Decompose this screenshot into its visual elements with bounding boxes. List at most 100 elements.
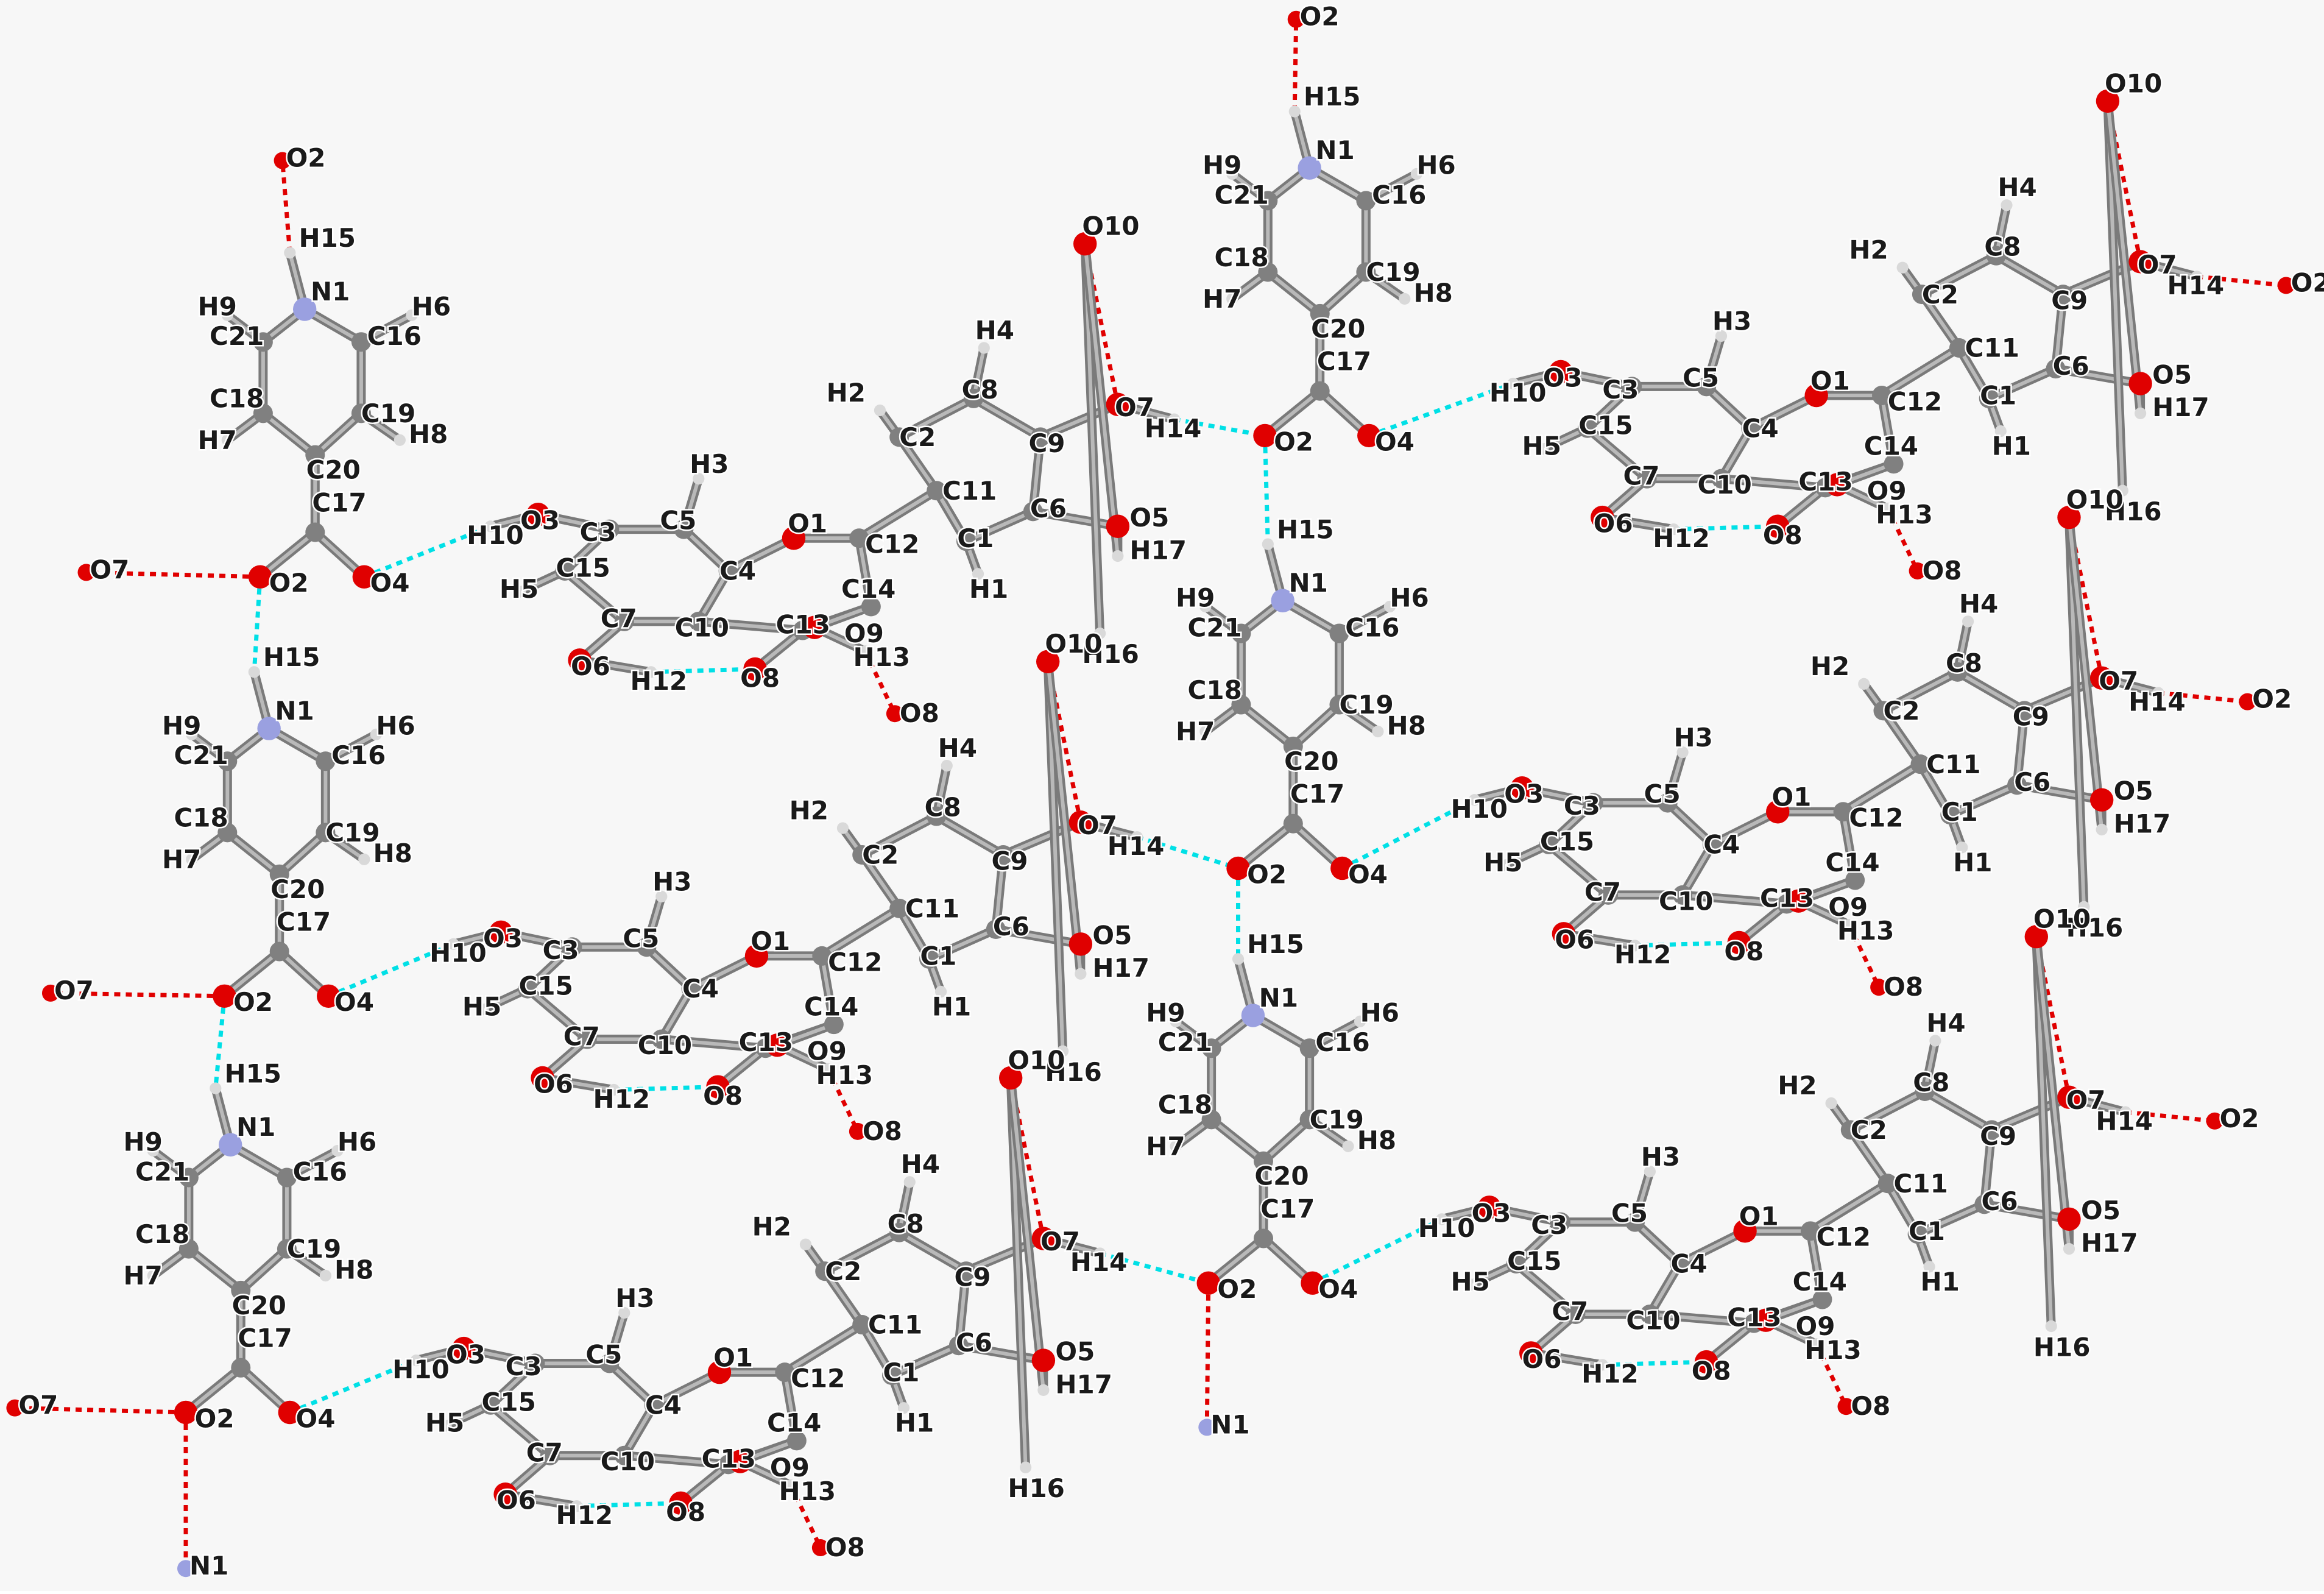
flav-row1-atom-h5 (514, 586, 526, 598)
flav-row2-label-o9: O9 (807, 1036, 847, 1066)
flav-right1-label-h1: H1 (1992, 431, 2031, 461)
flav-right1-atom-c1 (1979, 388, 1999, 408)
py-left-3-label-h15: H15 (224, 1058, 281, 1088)
flav-right2-label-c5: C5 (1644, 779, 1681, 809)
py-left-1-atom-c19 (351, 403, 371, 423)
flav-row3-bond-highlight-c2-c8 (823, 1230, 902, 1273)
flav-row2-atom-c12 (812, 946, 832, 966)
flav-right2-label-c13: C13 (1760, 883, 1814, 913)
py-mid-1-label-c21: C21 (1214, 180, 1268, 210)
hbond-o4-h10-3 (1368, 381, 1514, 438)
py-mid-2-atom-c21 (1231, 623, 1251, 643)
flav-row1-bond-highlight-c6-o5 (1031, 509, 1120, 528)
py-mid-3-atom-c16 (1299, 1038, 1319, 1058)
flav-row1-atom-c5 (674, 519, 694, 539)
flav-right1-label-h5: H5 (1522, 431, 1561, 461)
py-left-3-label-h8: H8 (334, 1255, 373, 1284)
py-mid-3-label-c19: C19 (1310, 1105, 1364, 1135)
py-left-3-atom-h7 (147, 1269, 159, 1282)
flav-right3-atom-o7 (2057, 1085, 2081, 1109)
flav-row2-atom-c7 (577, 1029, 597, 1049)
flav-row2-label-c7: C7 (563, 1021, 600, 1051)
py-left-2-label-o2: O2 (233, 987, 273, 1017)
py-mid-2-label-h6: H6 (1390, 583, 1429, 613)
flav-row2-label-c4: C4 (682, 974, 719, 1004)
flav-right1-label-c6: C6 (2053, 351, 2089, 381)
flav-row3-atom-o5 (1031, 1348, 1056, 1372)
flav-right3-label-c10: C10 (1626, 1305, 1680, 1335)
py-left-2-label-c18: C18 (174, 803, 228, 833)
flav-row1-atom-h10 (484, 520, 496, 533)
flav-right1-atom-o3 (1549, 360, 1573, 384)
flav-right3-label-h12: H12 (1581, 1359, 1639, 1389)
py-mid-3-atom-h8 (1342, 1140, 1354, 1152)
flav-right2-bond-highlight-c9-c6 (2015, 709, 2027, 787)
flav-row1-label-c5: C5 (660, 506, 696, 536)
py-mid-2-label-n1: N1 (1288, 568, 1327, 598)
py-mid-2-atom-h7 (1199, 725, 1212, 738)
flav-row2-atom-o5 (1068, 932, 1093, 956)
flav-right3-hbond-h14-o2 (2125, 1110, 2215, 1124)
flav-right2-label-h12: H12 (1614, 940, 1672, 969)
flav-row2-bond-highlight-c11-c2 (860, 853, 902, 910)
contact-o2-top-left-label: O2 (286, 143, 326, 173)
flav-row1-contact-o8-label: O8 (900, 698, 939, 728)
hbond-o4-h10-5 (1311, 1217, 1443, 1285)
flav-row2-label-c9: C9 (991, 846, 1028, 876)
py-left-3-atom-c18 (178, 1239, 199, 1259)
py-left-2-atom-h9 (186, 728, 198, 740)
flav-right2-bond-highlight-o10-h17 (2067, 515, 2104, 832)
flav-right1-bond-highlight-c9-c6 (2054, 292, 2065, 371)
flav-right1-bond-highlight-c12-c14 (1880, 394, 1896, 466)
py-left-2-label-c16: C16 (331, 740, 386, 770)
flav-right1-label-c11: C11 (1965, 333, 2019, 363)
flav-right3-label-h10: H10 (1418, 1213, 1475, 1243)
py-left-2-bond-highlight-c20-c18 (225, 831, 281, 876)
flav-row1-label-c11: C11 (942, 476, 997, 506)
flav-row3-bond-highlight-c6-o5 (956, 1344, 1045, 1362)
flav-right2-atom-c4 (1702, 834, 1722, 854)
flav-right1-bond-highlight-o10-h17 (2105, 99, 2142, 416)
flav-row3-atom-o10 (999, 1066, 1023, 1090)
flav-right2-atom-o3 (1510, 776, 1534, 800)
py-mid-2-label-c16: C16 (1345, 612, 1399, 642)
flav-row2-atom-h5 (477, 1004, 489, 1016)
flav-right2-label-o8: O8 (1724, 937, 1764, 966)
py-mid-2-atom-o4 (1330, 856, 1354, 880)
py-left-3-label-c17: C17 (238, 1323, 292, 1353)
flav-row3-atom-c15 (481, 1395, 501, 1415)
flav-right1-label-h3: H3 (1712, 306, 1751, 336)
flav-row2-bond-highlight-c10-c4 (659, 987, 693, 1041)
flav-row3-contact-o8-atom (811, 1539, 829, 1557)
flav-right3-label-o3: O3 (1472, 1199, 1511, 1228)
py-left-1-atom-h9 (221, 309, 233, 321)
flav-right1-label-c2: C2 (1922, 280, 1958, 310)
flav-right3-bond-highlight-c12-c14 (1808, 1229, 1824, 1302)
flav-row2-label-c10: C10 (638, 1030, 692, 1060)
py-mid-1-label-c19: C19 (1366, 257, 1420, 287)
flav-row2-label-h16: H16 (1045, 1057, 1102, 1087)
py-mid-3-label-h15: H15 (1247, 929, 1304, 959)
flav-right3-contact-o8-atom (1837, 1398, 1855, 1415)
flav-row3-label-h14: H14 (1070, 1247, 1128, 1277)
flav-right1-label-h4: H4 (1997, 172, 2036, 202)
py-mid-1-label-h15: H15 (1304, 82, 1361, 112)
flav-right3-label-c11: C11 (1894, 1169, 1948, 1199)
flav-row2-bond-highlight-c1-c11 (897, 906, 931, 961)
flav-row3-label-h10: H10 (392, 1355, 450, 1384)
flav-right1-atom-c4 (1741, 418, 1761, 438)
flav-row3-label-h16: H16 (1008, 1473, 1065, 1503)
flav-row2-label-o10: O10 (1045, 629, 1102, 659)
py-left-2-atom-h15 (248, 666, 260, 678)
flav-row1-bond-highlight-c6-c1 (964, 509, 1035, 544)
flav-right2-bond-highlight-c3-o3 (1520, 786, 1595, 805)
flav-right2-atom-c11 (1910, 754, 1930, 774)
flav-row1-atom-c12 (849, 528, 869, 548)
flav-right1-atom-h13 (1882, 502, 1894, 515)
flav-row2-bond-highlight-c12-c11 (820, 906, 902, 958)
py-mid-2-label-o2: O2 (1247, 859, 1287, 889)
flav-row3-label-o10: O10 (1008, 1045, 1065, 1075)
flav-row1-atom-c3 (599, 519, 620, 539)
flav-row3-label-c5: C5 (585, 1339, 622, 1369)
